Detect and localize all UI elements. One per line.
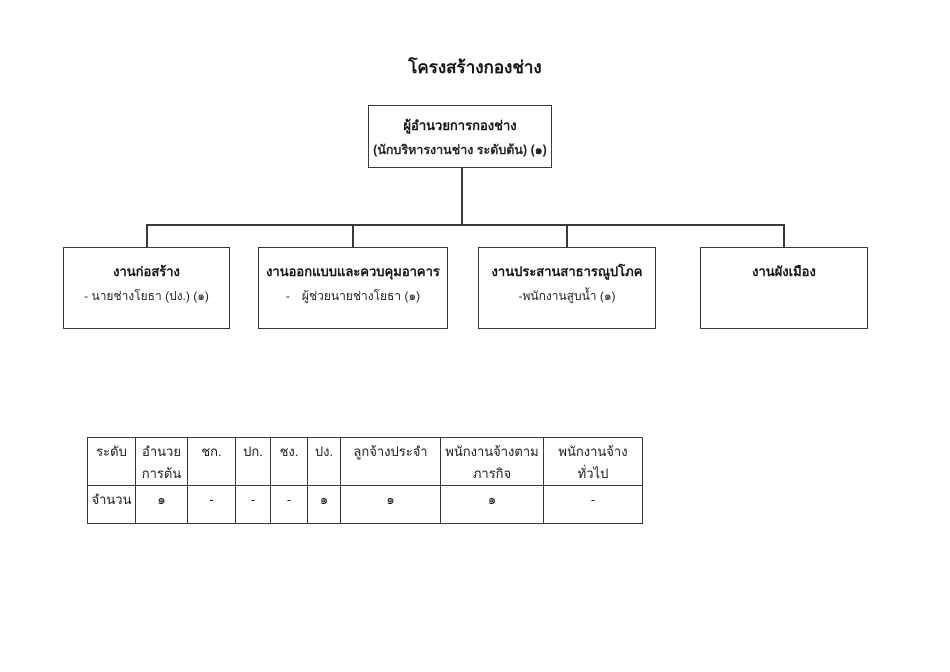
staffing-table: ระดับ อำนวย การต้น ชก. ปก. ชง. ปง. ลูกจ้… [87,437,643,524]
count-chong: - [270,485,308,524]
org-node-director-subtitle: (นักบริหารงานช่าง ระดับต้น) (๑) [373,143,547,157]
count-general-employee: - [543,485,643,524]
org-node-design-building-control-staff: - ผู้ช่วยนายช่างโยธา (๑) [285,289,421,303]
staffing-table-count-row: จำนวน ๑ - - - ๑ ๑ ๑ - [87,485,643,524]
org-node-city-planning-title: งานผังเมือง [752,264,816,279]
count-pong: ๑ [307,485,341,524]
header-chok: ชก. [187,437,236,486]
header-chong: ชง. [270,437,308,486]
connector-root-stem [461,168,463,224]
header-pok: ปก. [235,437,271,486]
header-general-employee: พนักงานจ้าง ทั่วไป [543,437,643,486]
connector-horizontal-bar [146,224,784,226]
connector-drop-4 [783,224,785,247]
header-mission-employee: พนักงานจ้างตาม ภารกิจ [440,437,544,486]
header-permanent-employee: ลูกจ้างประจำ [340,437,441,486]
count-director-level: ๑ [135,485,188,524]
count-permanent-employee: ๑ [340,485,441,524]
org-node-city-planning: งานผังเมือง [700,247,868,329]
connector-drop-2 [352,224,354,247]
org-node-design-building-control-title: งานออกแบบและควบคุมอาคาร [266,264,440,279]
org-node-director: ผู้อำนวยการกองช่าง (นักบริหารงานช่าง ระด… [368,105,552,168]
org-node-construction-title: งานก่อสร้าง [113,264,180,279]
header-pong: ปง. [307,437,341,486]
count-pok: - [235,485,271,524]
org-node-public-utilities-title: งานประสานสาธารณูปโภค [491,264,643,279]
page-title: โครงสร้างกองช่าง [408,58,542,77]
header-director-level: อำนวย การต้น [135,437,188,486]
org-node-public-utilities-staff: -พนักงานสูบน้ำ (๑) [518,289,616,303]
org-node-construction: งานก่อสร้าง - นายช่างโยธา (ปง.) (๑) [63,247,230,329]
count-mission-employee: ๑ [440,485,544,524]
connector-drop-3 [566,224,568,247]
org-node-director-title: ผู้อำนวยการกองช่าง [403,118,517,133]
count-chok: - [187,485,236,524]
staffing-table-header-row: ระดับ อำนวย การต้น ชก. ปก. ชง. ปง. ลูกจ้… [87,437,643,486]
org-node-public-utilities: งานประสานสาธารณูปโภค -พนักงานสูบน้ำ (๑) [478,247,656,329]
connector-drop-1 [146,224,148,247]
org-node-construction-staff: - นายช่างโยธา (ปง.) (๑) [84,289,209,303]
org-node-design-building-control: งานออกแบบและควบคุมอาคาร - ผู้ช่วยนายช่าง… [258,247,448,329]
count-row-label: จำนวน [87,485,136,524]
header-level: ระดับ [87,437,136,486]
